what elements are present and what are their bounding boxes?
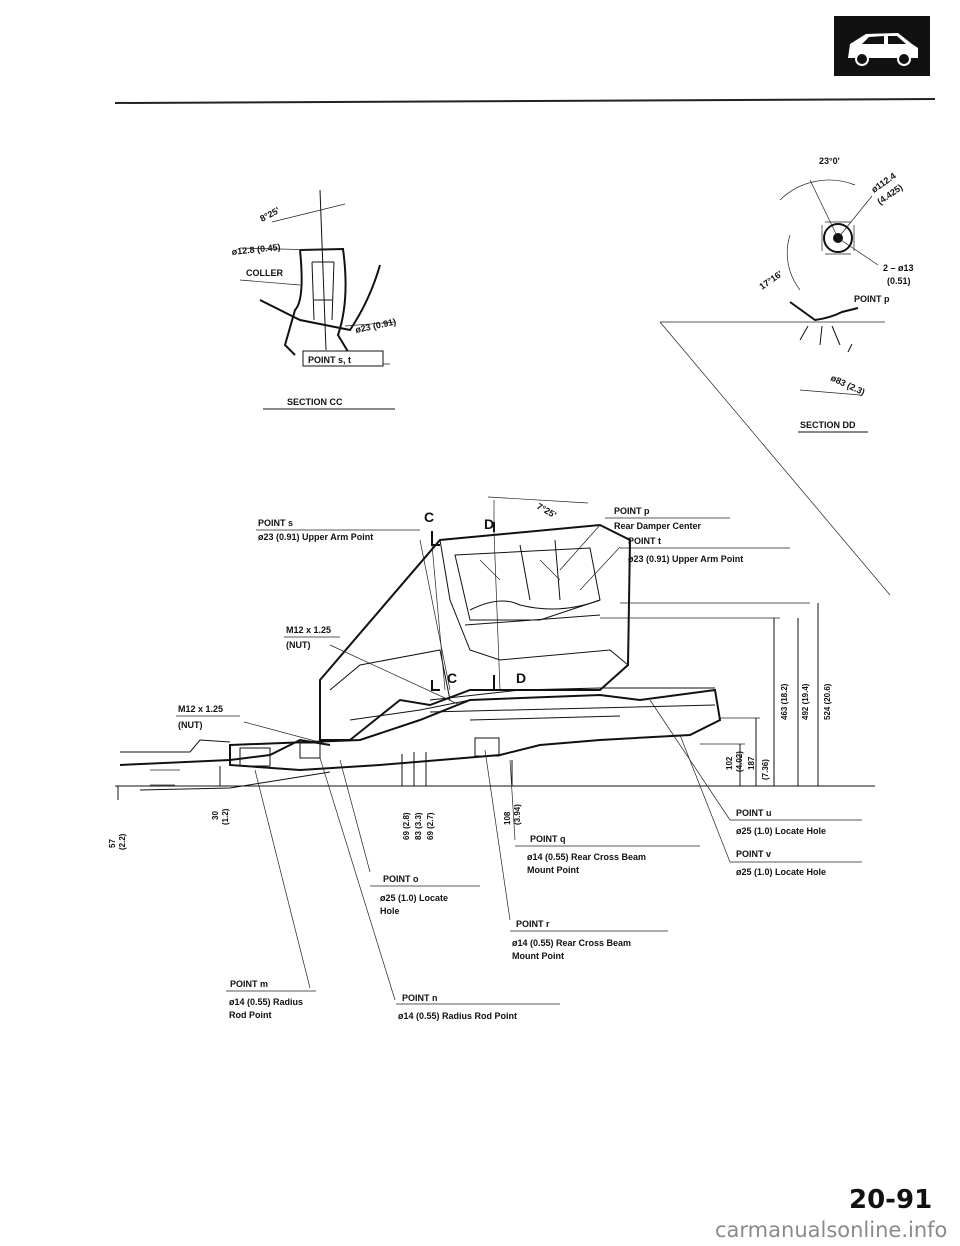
dim-187b-label: (7.36)	[761, 759, 770, 780]
point-v-label: POINT v	[736, 849, 771, 859]
point-m-label: POINT m	[230, 979, 268, 989]
cc-angle-label: 8°25'	[258, 205, 281, 224]
right-dimensions: 463 (18.2) 492 (19.4) 524 (20.6) 187 (7.…	[600, 602, 832, 786]
nut2-label-b: (NUT)	[178, 720, 203, 730]
dd-bolt-a-label: 2 – ø13	[883, 263, 914, 273]
nut1-label-b: (NUT)	[286, 640, 311, 650]
dim-492-label: 492 (19.4)	[801, 683, 810, 720]
leader-lines	[243, 524, 731, 1001]
header-rule	[114, 98, 936, 104]
dim-83-label: 83 (3.3)	[414, 812, 423, 840]
rear-body-drawing	[115, 496, 875, 791]
point-o-desc2: Hole	[380, 906, 400, 916]
dim-187-label: 187	[747, 756, 756, 770]
section-cc: 8°25' ø12.8 (0.45) COLLER ø23 (0.91) POI…	[231, 189, 397, 410]
point-o-desc1: ø25 (1.0) Locate	[380, 893, 448, 903]
point-p-label: POINT p	[614, 506, 650, 516]
point-n-desc: ø14 (0.55) Radius Rod Point	[398, 1011, 517, 1021]
point-u-desc: ø25 (1.0) Locate Hole	[736, 826, 826, 836]
dim-57-label: 57	[108, 839, 117, 848]
dd-bolt-b-label: (0.51)	[887, 276, 911, 286]
dim-30b-label: (1.2)	[221, 808, 230, 825]
dim-102-label: 102	[725, 756, 734, 770]
point-q-label: POINT q	[530, 834, 566, 844]
point-q-desc1: ø14 (0.55) Rear Cross Beam	[527, 852, 646, 862]
point-p-desc: Rear Damper Center	[614, 521, 702, 531]
dd-angle1-label: 23°0'	[819, 156, 840, 166]
point-r-desc1: ø14 (0.55) Rear Cross Beam	[512, 938, 631, 948]
point-q-desc2: Mount Point	[527, 865, 579, 875]
dd-dia2-label: ø83 (2.3)	[829, 373, 866, 397]
point-t-desc: ø23 (0.91) Upper Arm Point	[628, 554, 743, 564]
watermark: carmanualsonline.info	[715, 1218, 947, 1242]
point-s-desc: ø23 (0.91) Upper Arm Point	[258, 532, 373, 542]
section-c-low-marker: C	[447, 670, 457, 686]
section-dd-title: SECTION DD	[800, 420, 856, 430]
cc-dia1-label: ø12.8 (0.45)	[231, 242, 281, 257]
dd-angle2-label: 17°16'	[757, 269, 784, 292]
dim-108-label: 108	[503, 811, 512, 825]
point-m-desc2: Rod Point	[229, 1010, 272, 1020]
section-c-top-marker: C	[424, 509, 434, 525]
dim-463-label: 463 (18.2)	[780, 683, 789, 720]
point-s-label: POINT s	[258, 518, 293, 528]
dim-69a-label: 69 (2.8)	[402, 812, 411, 840]
point-v-desc: ø25 (1.0) Locate Hole	[736, 867, 826, 877]
cc-point-label: POINT s, t	[308, 355, 351, 365]
section-d-top-marker: D	[484, 516, 494, 532]
dim-108b-label: (3.94)	[513, 804, 522, 825]
dim-524-label: 524 (20.6)	[823, 683, 832, 720]
point-n-label: POINT n	[402, 993, 438, 1003]
dim-30-label: 30	[211, 811, 220, 820]
cc-dia2-label: ø23 (0.91)	[354, 317, 397, 335]
cc-coller-label: COLLER	[246, 268, 283, 278]
nut2-label-a: M12 x 1.25	[178, 704, 223, 714]
section-d-low-marker: D	[516, 670, 526, 686]
dim-69b-label: 69 (2.7)	[426, 812, 435, 840]
dim-57b-label: (2.2)	[118, 833, 127, 850]
point-r-label: POINT r	[516, 919, 550, 929]
point-t-label: POINT t	[628, 536, 661, 546]
page-number: 20-91	[849, 1185, 932, 1215]
lower-dimensions: 69 (2.8) 83 (3.3) 69 (2.7) 108 (3.94) 30…	[108, 752, 522, 850]
dim-102b-label: (4.02)	[735, 751, 744, 772]
point-m-desc1: ø14 (0.55) Radius	[229, 997, 303, 1007]
point-o-label: POINT o	[383, 874, 419, 884]
main-labels: 7°25' C D C D POINT s ø23 (0.91) Upper A…	[176, 501, 862, 1021]
angle-725-label: 7°25'	[535, 501, 558, 520]
car-icon	[834, 16, 930, 76]
section-cc-title: SECTION CC	[287, 397, 343, 407]
nut1-label-a: M12 x 1.25	[286, 625, 331, 635]
point-r-desc2: Mount Point	[512, 951, 564, 961]
dd-point-label: POINT p	[854, 294, 890, 304]
point-u-label: POINT u	[736, 808, 772, 818]
